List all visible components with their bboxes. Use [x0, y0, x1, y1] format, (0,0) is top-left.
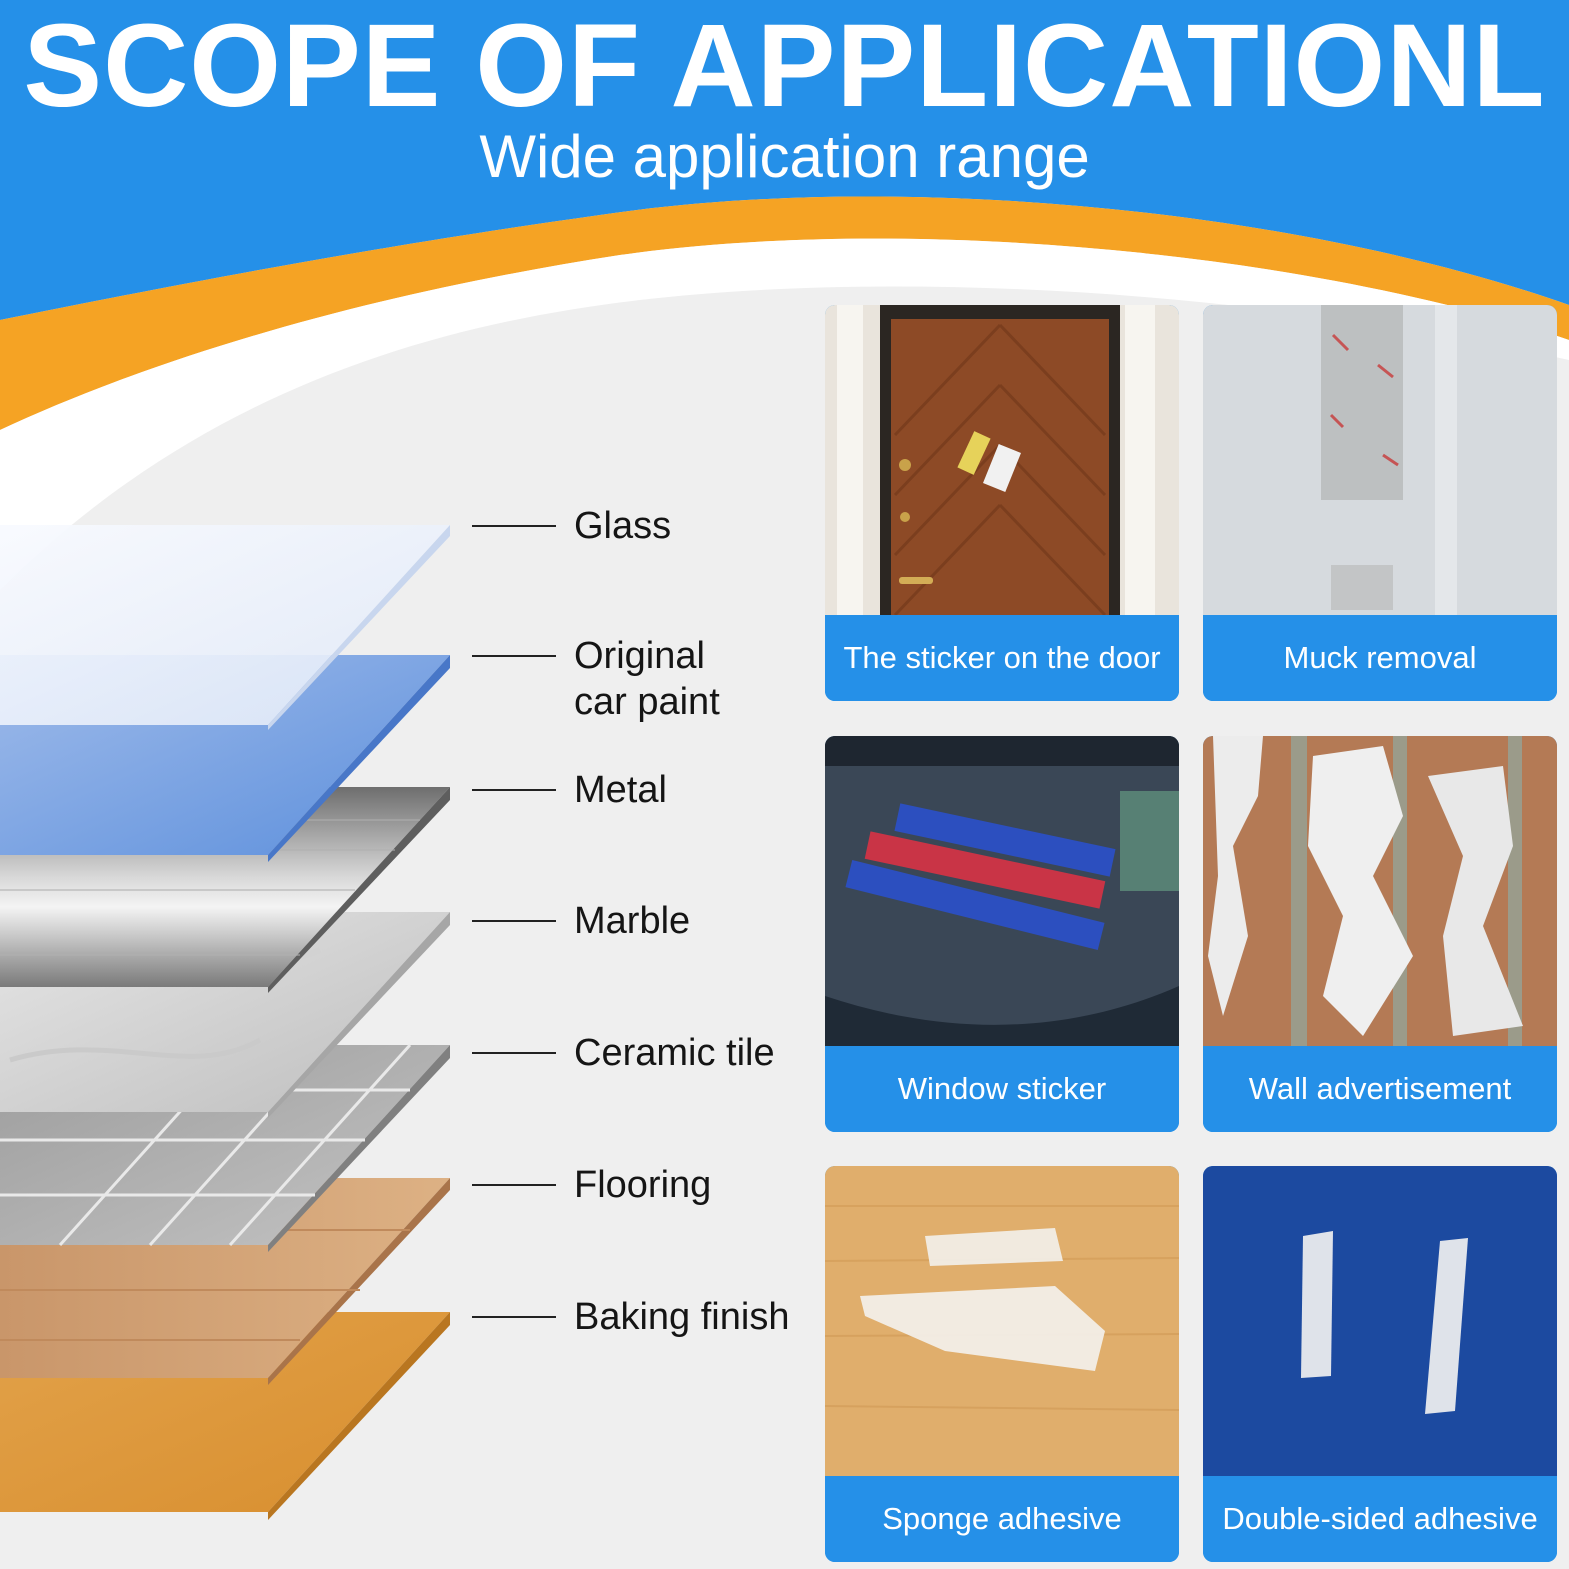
material-label-metal: Metal: [472, 767, 667, 813]
wooden-door-with-sticker-image: [825, 305, 1179, 615]
application-caption: Sponge adhesive: [825, 1476, 1179, 1562]
leader-line: [472, 1184, 556, 1186]
application-card-window-sticker: Window sticker: [825, 736, 1179, 1132]
leader-line: [472, 920, 556, 922]
leader-line: [472, 525, 556, 527]
leader-line: [472, 1052, 556, 1054]
wood-with-adhesive-residue-image: [825, 1166, 1179, 1476]
page-subtitle: Wide application range: [479, 123, 1090, 190]
application-caption: Muck removal: [1203, 615, 1557, 701]
material-layers-illustration: [0, 525, 450, 1520]
leader-line: [472, 1316, 556, 1318]
material-label-glass: Glass: [472, 503, 671, 549]
blue-surface-with-tape-image: [1203, 1166, 1557, 1476]
material-label-ceramic-tile: Ceramic tile: [472, 1030, 775, 1076]
material-label-marble: Marble: [472, 898, 690, 944]
wall-with-tape-residue-image: [1203, 305, 1557, 615]
application-card-muck-removal: Muck removal: [1203, 305, 1557, 701]
application-card-sponge-adhesive: Sponge adhesive: [825, 1166, 1179, 1562]
application-card-double-sided-adhesive: Double-sided adhesive: [1203, 1166, 1557, 1562]
glass-layer: [0, 525, 450, 730]
application-card-wall-advertisement: Wall advertisement: [1203, 736, 1557, 1132]
application-card-door-sticker: The sticker on the door: [825, 305, 1179, 701]
orange-swoosh: [0, 196, 1569, 430]
leader-line: [472, 789, 556, 791]
application-caption: Double-sided adhesive: [1203, 1476, 1557, 1562]
material-label-baking-finish: Baking finish: [472, 1294, 789, 1340]
material-label-car-paint: Original car paint: [472, 633, 720, 725]
application-caption: The sticker on the door: [825, 615, 1179, 701]
material-label-flooring: Flooring: [472, 1162, 711, 1208]
car-windshield-with-stickers-image: [825, 736, 1179, 1046]
wall-with-torn-paper-image: [1203, 736, 1557, 1046]
page-title: SCOPE OF APPLICATIONL: [23, 0, 1546, 132]
leader-line: [472, 655, 556, 657]
application-caption: Wall advertisement: [1203, 1046, 1557, 1132]
header-blue-band: [0, 0, 1569, 320]
white-swoosh: [0, 238, 1569, 590]
application-caption: Window sticker: [825, 1046, 1179, 1132]
